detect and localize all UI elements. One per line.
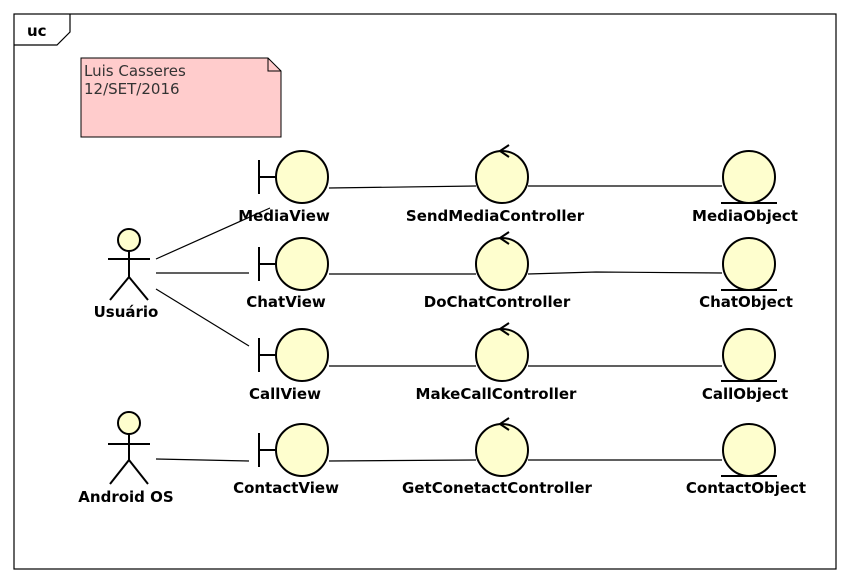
note-line-1: Luis Casseres <box>84 62 186 80</box>
actor-usuario-leg-left <box>109 276 130 301</box>
boundary-chatview-circle <box>275 237 329 291</box>
assoc-contactview-getcontact <box>328 459 477 462</box>
actor-android-leg-left <box>109 459 130 485</box>
boundary-mediaview-circle <box>275 150 329 204</box>
boundary-mediaview: MediaView <box>238 150 330 225</box>
entity-mediaobject-label: MediaObject <box>692 207 798 225</box>
entity-callobject-label: CallObject <box>702 385 788 403</box>
note-fold <box>267 58 281 72</box>
control-makecall: MakeCallController <box>416 322 578 403</box>
boundary-contactview-label: ContactView <box>233 479 339 497</box>
actor-android-leg-right <box>128 459 149 485</box>
control-getcontact-label: GetConetactController <box>402 479 592 497</box>
actor-usuario-leg-right <box>128 276 149 301</box>
assoc-android-contactview <box>155 458 250 462</box>
boundary-callview: CallView <box>249 328 329 403</box>
boundary-mediaview-label: MediaView <box>238 207 330 225</box>
control-sendmedia-circle <box>475 150 529 204</box>
control-getcontact-circle <box>475 423 529 477</box>
control-getcontact: GetConetactController <box>402 417 593 497</box>
control-sendmedia-label: SendMediaController <box>406 207 585 225</box>
entity-chatobject: ChatObject <box>699 237 793 311</box>
boundary-callview-label: CallView <box>249 385 321 403</box>
associations <box>155 185 723 462</box>
actor-usuario-head <box>117 228 141 252</box>
control-getcontact-arrow <box>498 417 510 431</box>
assoc-usuario-mediaview <box>155 207 271 260</box>
assoc-mediaview-sendmedia <box>328 185 477 189</box>
control-dochat-circle <box>475 237 529 291</box>
note-line-2: 12/SET/2016 <box>84 80 180 98</box>
entity-callobject: CallObject <box>702 328 788 403</box>
control-makecall-label: MakeCallController <box>416 385 578 403</box>
entity-callobject-circle <box>722 328 776 382</box>
control-dochat-label: DoChatController <box>424 293 571 311</box>
actor-android: Android OS <box>78 411 174 506</box>
entity-contactobject-label: ContactObject <box>686 479 806 497</box>
control-makecall-circle <box>475 328 529 382</box>
boundary-chatview-label: ChatView <box>246 293 326 311</box>
boundary-callview-circle <box>275 328 329 382</box>
control-dochat: DoChatController <box>424 231 571 311</box>
actor-usuario: Usuário <box>94 228 159 321</box>
control-sendmedia-arrow <box>498 144 510 158</box>
control-sendmedia: SendMediaController <box>406 144 585 225</box>
actor-android-label: Android OS <box>78 488 173 506</box>
entity-mediaobject-circle <box>722 150 776 204</box>
entity-chatobject-label: ChatObject <box>699 293 793 311</box>
actor-android-head <box>117 411 141 435</box>
boundary-contactview-circle <box>275 423 329 477</box>
frame-label: uc <box>27 22 47 40</box>
control-makecall-arrow <box>498 322 510 336</box>
entity-contactobject: ContactObject <box>686 423 806 497</box>
actor-usuario-label: Usuário <box>94 303 159 321</box>
entity-contactobject-circle <box>722 423 776 477</box>
entity-chatobject-circle <box>722 237 776 291</box>
assoc-usuario-callview <box>155 288 250 347</box>
diagram-frame <box>13 13 837 570</box>
note: Luis Casseres 12/SET/2016 <box>80 57 282 138</box>
boundary-chatview: ChatView <box>246 237 329 311</box>
assoc-dochat-chatobject <box>527 271 723 275</box>
control-dochat-arrow <box>498 231 510 245</box>
boundary-contactview: ContactView <box>233 423 339 497</box>
entity-mediaobject: MediaObject <box>692 150 798 225</box>
note-shape <box>80 57 282 138</box>
frame-tab <box>14 14 71 46</box>
